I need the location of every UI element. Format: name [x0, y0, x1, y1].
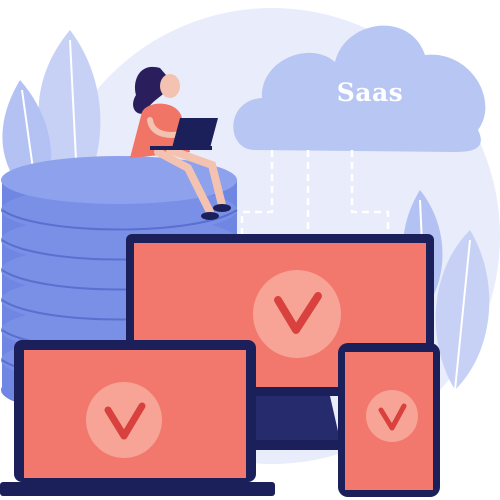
phone [338, 343, 440, 497]
laptop-check-circle [86, 382, 162, 458]
cloud-icon [233, 25, 486, 152]
monitor-check-circle [253, 270, 341, 358]
check-icon [378, 403, 407, 431]
cloud-label: Saas [336, 78, 404, 107]
laptop [0, 340, 275, 496]
person-with-laptop [130, 66, 231, 220]
check-icon [274, 292, 322, 334]
check-icon [104, 402, 146, 440]
phone-check-circle [366, 390, 418, 442]
